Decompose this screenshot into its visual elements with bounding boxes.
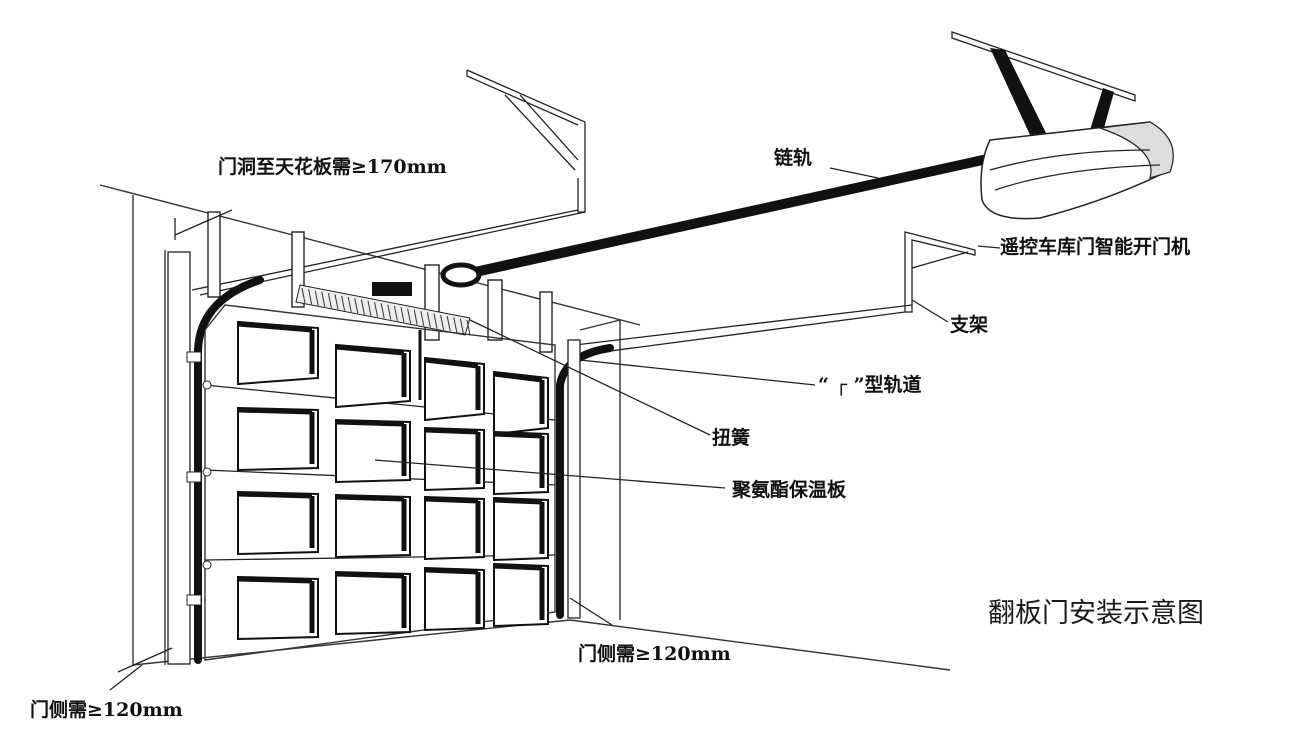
insulation-panel-cell xyxy=(424,495,485,561)
roller xyxy=(202,380,212,390)
insulation-panel-cell xyxy=(335,418,411,484)
label-bracket: 支架 xyxy=(949,314,988,336)
panel-shadow xyxy=(424,357,481,410)
opener-motor xyxy=(980,121,1174,220)
insulation-panels xyxy=(237,320,549,641)
label-track: “ ┌ ”型轨道 xyxy=(818,373,922,396)
opener-ceiling-bracket xyxy=(951,31,1136,135)
roller xyxy=(202,467,212,477)
door-frames xyxy=(167,251,581,665)
insulation-panel-cell xyxy=(335,570,411,636)
panel-shadow xyxy=(493,431,545,488)
left-ceiling-hanger xyxy=(191,69,586,296)
panel-shadow xyxy=(237,321,315,374)
panel-shadow xyxy=(424,427,481,484)
panel-shadow xyxy=(237,407,315,464)
label-torsion-spring: 扭簧 xyxy=(712,426,750,449)
panel-shadow xyxy=(493,563,545,620)
label-opener: 遥控车库门智能开门机 xyxy=(1000,235,1190,258)
label-chain-rail: 链轨 xyxy=(774,146,812,169)
insulation-panel-cell xyxy=(237,406,319,472)
insulation-panel-cell xyxy=(424,566,485,632)
panel-shadow xyxy=(335,494,407,551)
label-side-clearance-left: 门侧需≥120mm xyxy=(30,698,183,721)
panel-shadow xyxy=(424,496,481,553)
label-ceiling-clearance: 门洞至天花板需≥170mm xyxy=(218,155,447,178)
hinge xyxy=(186,351,202,363)
panel-shadow xyxy=(237,576,315,633)
hinges xyxy=(186,351,212,606)
panel-shadow xyxy=(493,497,545,554)
roller xyxy=(202,560,212,570)
panel-shadow xyxy=(237,491,315,548)
diagram-caption: 翻板门安装示意图 xyxy=(988,598,1204,629)
panel-shadow xyxy=(335,419,407,476)
label-insulation-panel: 聚氨酯保温板 xyxy=(731,478,847,501)
panel-shadow xyxy=(424,567,481,624)
chain-rail xyxy=(470,128,1110,277)
right-track-bracket xyxy=(574,231,976,356)
panel-shadow xyxy=(493,371,545,424)
panel-shadow xyxy=(335,344,407,397)
panel-shadow xyxy=(335,571,407,628)
header-posts xyxy=(207,211,553,353)
hinge xyxy=(186,471,202,483)
hinge xyxy=(186,594,202,606)
insulation-panel-cell xyxy=(335,493,411,559)
insulation-panel-cell xyxy=(237,490,319,556)
insulation-panel-cell xyxy=(424,426,485,492)
door-body xyxy=(186,304,556,661)
label-side-clearance-right: 门侧需≥120mm xyxy=(578,642,731,665)
leader-lines xyxy=(109,167,1001,691)
torsion-spring xyxy=(295,284,471,336)
insulation-panel-cell xyxy=(237,575,319,641)
